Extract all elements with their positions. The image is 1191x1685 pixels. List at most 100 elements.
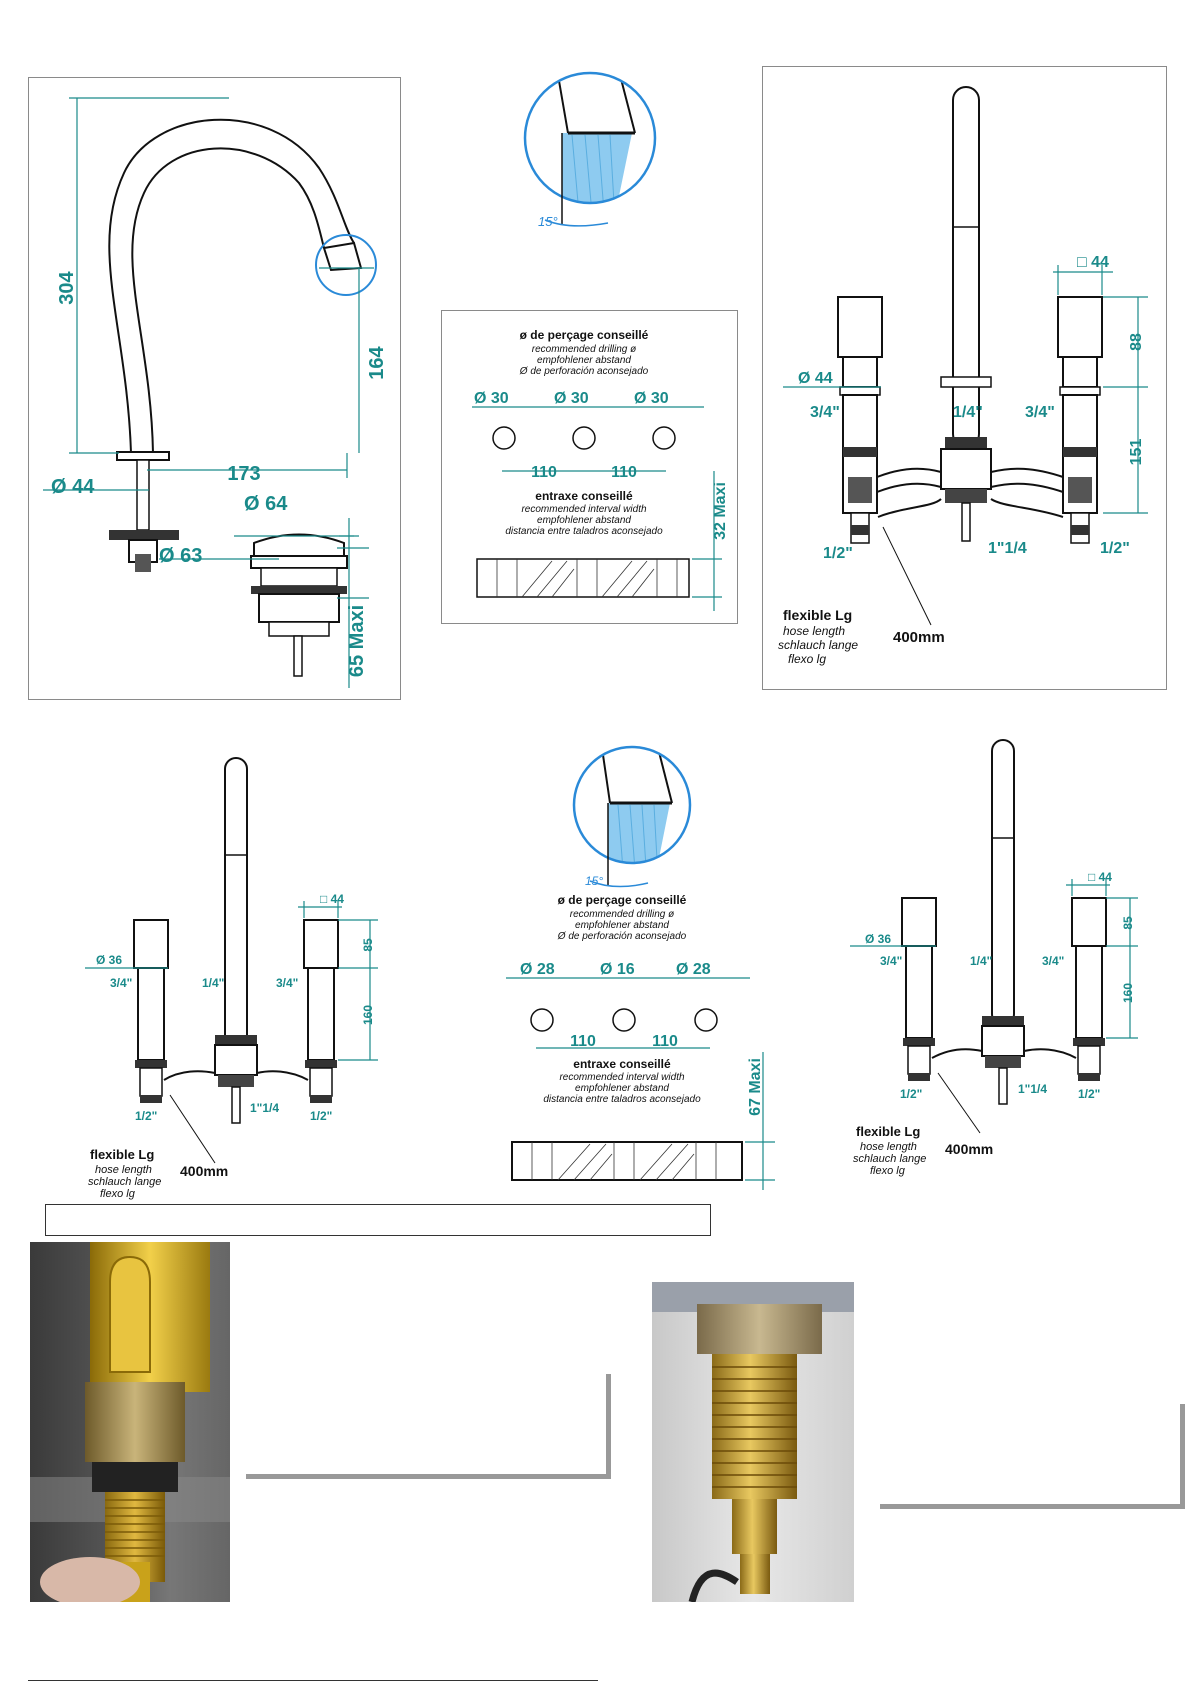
spacing-2-top: 110 [611,464,637,481]
svg-text:distancia entre taladros acons: distancia entre taladros aconsejado [505,526,663,537]
mixer-br-h-top: 85 [1121,916,1135,930]
mixer-bl-h-top: 85 [361,938,375,952]
spout-drawing-panel: 304 164 173 Ø 44 Ø 64 Ø 63 65 Maxi [28,77,401,700]
mixer-svg-br: □ 44 Ø 36 85 160 3/4" 1/4" 3/4" 1/2" 1"1… [850,739,1138,1177]
drilling-svg-bottom: ø de perçage conseillé recommended drill… [506,893,775,1190]
svg-text:distancia entre taladros acons: distancia entre taladros aconsejado [543,1094,701,1105]
callout-left [246,1374,611,1479]
photo-waste-svg [652,1282,854,1602]
mixer-top-d-left: Ø 44 [798,370,833,387]
mixer-br-conn-c: 1"1/4 [1018,1082,1047,1096]
mixer-br-thread-l: 3/4" [880,954,902,968]
mixer-top-conn-l: 1/2" [823,545,853,562]
thickness-top: 32 Maxi [712,482,729,540]
spacing-1-top: 110 [531,464,557,481]
mixer-br-conn-r: 1/2" [1078,1087,1100,1101]
svg-text:schlauch lange: schlauch lange [778,638,858,652]
svg-text:recommended interval width: recommended interval width [521,504,646,515]
spout-outlet-height: 164 [366,345,388,379]
mixer-panel-top: □ 44 Ø 44 88 151 3/4" 1/4" 3/4" 1/2" 1"1… [762,66,1167,690]
mixer-br-hose-len: 400mm [945,1141,993,1157]
mixer-br-h-bot: 160 [1121,983,1135,1003]
svg-text:empfohlener abstand: empfohlener abstand [537,355,631,366]
spout-base-diam: Ø 44 [51,476,95,498]
mixer-top-conn-r: 1/2" [1100,540,1130,557]
svg-text:empfohlener abstand: empfohlener abstand [575,1083,669,1094]
mixer-br-d-left: Ø 36 [865,932,891,946]
mixer-svg-top: □ 44 Ø 44 88 151 3/4" 1/4" 3/4" 1/2" 1"1… [778,86,1148,666]
mixer-br-thread-r: 3/4" [1042,954,1064,968]
hole-3-bottom: Ø 28 [676,961,711,978]
spout-reach: 173 [227,463,260,485]
mixer-top-square: □ 44 [1077,254,1109,271]
mixer-panel-br: □ 44 Ø 36 85 160 3/4" 1/4" 3/4" 1/2" 1"1… [840,738,1140,1198]
svg-text:hose length: hose length [783,624,845,638]
spout-drawing: 304 164 173 Ø 44 Ø 64 Ø 63 65 Maxi [43,97,388,688]
svg-text:hose length: hose length [95,1164,152,1176]
svg-text:schlauch lange: schlauch lange [88,1176,161,1188]
mixer-top-hose-len: 400mm [893,629,945,646]
hole-1-top: Ø 30 [474,390,509,407]
mixer-top-thread-c: 1/4" [953,404,983,421]
drilling-svg-top: ø de perçage conseillé recommended drill… [472,328,729,611]
spout-angle-bottom: 15° [585,874,603,888]
spacing-1-bottom: 110 [570,1033,596,1050]
bottom-rule [28,1680,598,1681]
svg-text:empfohlener abstand: empfohlener abstand [537,515,631,526]
svg-text:recommended interval width: recommended interval width [559,1072,684,1083]
interval-title-bottom: entraxe conseillé [573,1057,671,1071]
mixer-top-thread-l: 3/4" [810,404,840,421]
mixer-top-h-top: 88 [1128,333,1145,351]
mixer-panel-bl: □ 44 Ø 36 85 160 3/4" 1/4" 3/4" 1/2" 1"1… [80,755,380,1205]
mixer-top-conn-c: 1"1/4 [988,540,1027,557]
svg-text:recommended drilling ø: recommended drilling ø [570,909,675,920]
spout-angle-svg-top: 15° [523,71,657,229]
mixer-bl-conn-r: 1/2" [310,1109,332,1123]
callout-right [880,1404,1185,1509]
hole-2-top: Ø 30 [554,390,589,407]
mixer-bl-square: □ 44 [320,892,344,906]
drilling-panel-bottom: ø de perçage conseillé recommended drill… [500,892,785,1192]
drill-title-bottom: ø de perçage conseillé [558,893,687,907]
mixer-bl-h-bot: 160 [361,1005,375,1025]
waste-body-diam: Ø 63 [159,545,202,567]
waste-top-diam: Ø 64 [244,493,288,515]
svg-text:recommended drilling ø: recommended drilling ø [532,344,637,355]
spout-angle-detail-bottom: 15° [560,733,705,893]
mixer-bl-d-left: Ø 36 [96,953,122,967]
svg-text:flexo lg: flexo lg [100,1188,136,1200]
spout-angle-detail-top: 15° [510,55,670,235]
svg-text:empfohlener abstand: empfohlener abstand [575,920,669,931]
svg-text:Ø de perforación aconsejado: Ø de perforación aconsejado [557,931,687,942]
mixer-bl-thread-c: 1/4" [202,976,224,990]
spout-angle-top: 15° [538,214,558,229]
mixer-top-h-bot: 151 [1128,439,1145,466]
mixer-bl-thread-r: 3/4" [276,976,298,990]
svg-text:flexo lg: flexo lg [870,1165,906,1177]
hole-1-bottom: Ø 28 [520,961,555,978]
mixer-bl-hose-title: flexible Lg [90,1147,154,1162]
mixer-br-square: □ 44 [1088,870,1112,884]
mixer-br-thread-c: 1/4" [970,954,992,968]
svg-text:Ø de perforación aconsejado: Ø de perforación aconsejado [519,366,649,377]
mixer-svg-bl: □ 44 Ø 36 85 160 3/4" 1/4" 3/4" 1/2" 1"1… [85,757,378,1200]
svg-text:flexo lg: flexo lg [788,652,826,666]
mixer-top-thread-r: 3/4" [1025,404,1055,421]
photo-handle-thread [30,1242,230,1602]
mixer-bl-thread-l: 3/4" [110,976,132,990]
spout-angle-svg-bottom: 15° [572,745,692,888]
drilling-panel-top: ø de perçage conseillé recommended drill… [441,310,738,624]
mixer-br-hose-title: flexible Lg [856,1124,920,1139]
spacing-2-bottom: 110 [652,1033,678,1050]
drill-title-top: ø de perçage conseillé [520,328,649,342]
mixer-bl-conn-c: 1"1/4 [250,1101,279,1115]
svg-text:hose length: hose length [860,1141,917,1153]
photo-waste-thread [652,1282,854,1602]
hole-2-bottom: Ø 16 [600,961,635,978]
waste-thickness: 65 Maxi [346,605,368,677]
mixer-br-conn-l: 1/2" [900,1087,922,1101]
thickness-bottom: 67 Maxi [747,1058,764,1116]
mixer-top-hose-title: flexible Lg [783,607,852,623]
mixer-bl-conn-l: 1/2" [135,1109,157,1123]
svg-text:schlauch lange: schlauch lange [853,1153,926,1165]
